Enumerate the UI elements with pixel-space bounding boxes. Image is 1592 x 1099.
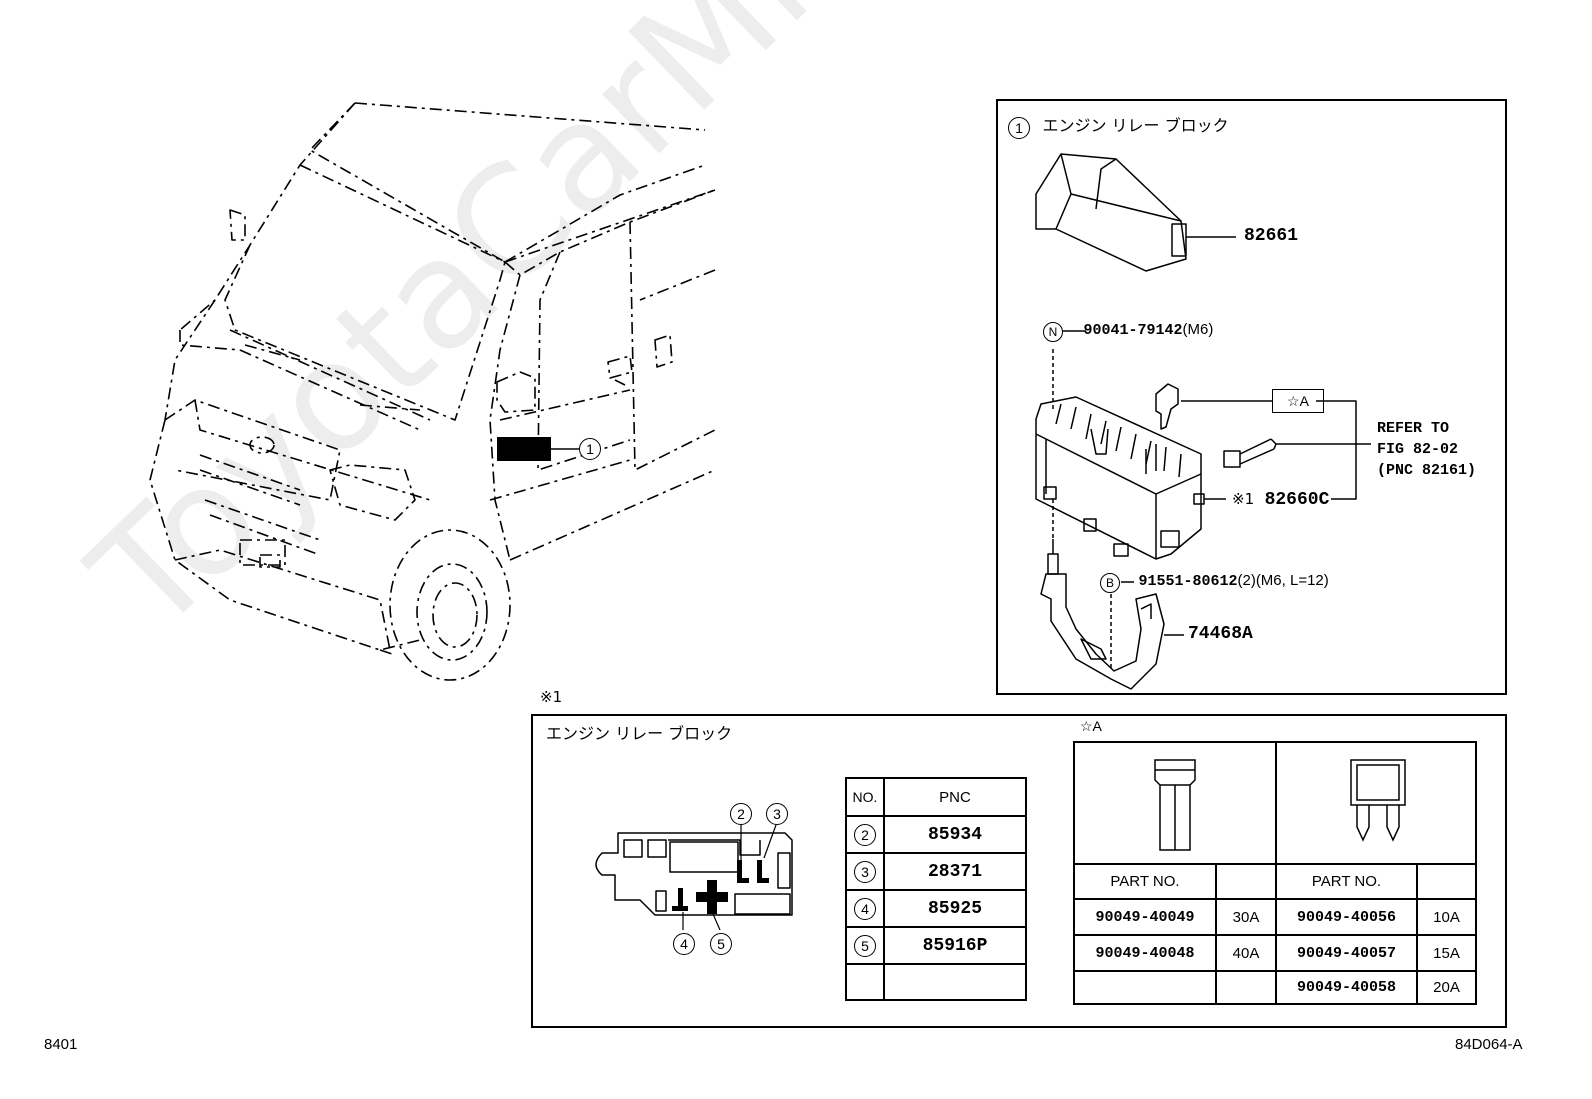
- callout-3-marker: 3: [766, 803, 788, 825]
- page-code-left: 8401: [44, 1036, 78, 1053]
- bolt-marker: B: [1100, 573, 1120, 593]
- block-callout-4: 4: [673, 933, 695, 955]
- mini-fuse-illustration: [1350, 759, 1406, 842]
- vehicle-illustration: [149, 102, 716, 681]
- pnc-row: 2 85934: [845, 815, 1027, 854]
- pnc-row-no: 2: [854, 823, 876, 846]
- nut-label: N 90041-79142(M6): [1043, 321, 1213, 342]
- fuse-left-amp: 40A: [1232, 944, 1260, 962]
- refer-line-2: FIG 82-02: [1377, 441, 1459, 458]
- bottom-note: ※1: [540, 688, 563, 706]
- nut-marker: N: [1043, 322, 1063, 342]
- fuse-right-part: 90049-40057: [1296, 944, 1397, 962]
- bottom-title: エンジン リレー ブロック: [546, 724, 733, 743]
- pnc-row-value: 85925: [883, 889, 1027, 928]
- pnc-row-empty: [845, 963, 1027, 1001]
- block-part-number: 82660C: [1264, 490, 1330, 510]
- vehicle-callout: 1: [579, 438, 601, 460]
- fuse-table-label: ☆A: [1080, 718, 1102, 734]
- bottom-box: [531, 714, 1507, 1028]
- fuse-left-part: 90049-40049: [1095, 908, 1195, 926]
- callout-2-marker: 2: [730, 803, 752, 825]
- part-number-cover: 82661: [1244, 226, 1299, 246]
- pnc-row: 5 85916P: [845, 926, 1027, 965]
- pnc-row-value: 85934: [883, 815, 1027, 854]
- nut-spec: (M6): [1182, 321, 1214, 338]
- fuse-right-part: 90049-40056: [1296, 908, 1397, 926]
- fuse-left-part: 90049-40048: [1095, 944, 1195, 962]
- block-callout-2: 2: [730, 803, 752, 825]
- fuse-right-amp: 20A: [1433, 979, 1460, 996]
- pnc-row-value: 28371: [883, 852, 1027, 891]
- fuse-right-amp: 15A: [1433, 944, 1460, 962]
- block-layout-diagram: [595, 824, 793, 930]
- block-callout-3: 3: [766, 803, 788, 825]
- bolt-part-number: 91551-80612: [1138, 573, 1238, 590]
- bolt-spec: (2)(M6, L=12): [1237, 572, 1329, 589]
- relay-block-illustration: [1035, 153, 1371, 690]
- fuse-table: PART NO. PART NO. 90049-40049 30A 90049-…: [1073, 741, 1477, 1005]
- part-number-bracket: 74468A: [1188, 624, 1253, 644]
- pnc-row-no: 4: [854, 897, 876, 920]
- fuse-right-amp: 10A: [1433, 908, 1460, 926]
- pnc-row-no: 3: [854, 860, 876, 883]
- fuse-right-header: PART NO.: [1311, 873, 1382, 890]
- pnc-header-row: NO. PNC: [845, 777, 1027, 817]
- bolt-label: B 91551-80612(2)(M6, L=12): [1100, 572, 1329, 593]
- pnc-header-pnc: PNC: [883, 777, 1027, 817]
- callout-marker: 1: [579, 438, 601, 460]
- detail-box: [996, 99, 1507, 695]
- pnc-row-no: 5: [854, 934, 876, 957]
- pnc-row: 3 28371: [845, 852, 1027, 891]
- nut-part-number: 90041-79142: [1083, 322, 1183, 339]
- block-note: ※1: [1232, 490, 1255, 508]
- detail-title: エンジン リレー ブロック: [1042, 116, 1229, 135]
- fuse-right-part: 90049-40058: [1296, 979, 1397, 996]
- pnc-row-value: 85916P: [883, 926, 1027, 965]
- page-code-right: 84D064-A: [1455, 1036, 1523, 1053]
- fuse-left-amp: 30A: [1232, 908, 1260, 926]
- pnc-table: NO. PNC 2 85934 3 28371 4 85925 5 85916P: [845, 777, 1027, 1001]
- pnc-row: 4 85925: [845, 889, 1027, 928]
- block-callout-5: 5: [710, 933, 732, 955]
- detail-title-row: 1 エンジン リレー ブロック: [1008, 112, 1229, 139]
- detail-title-number: 1: [1008, 117, 1030, 139]
- block-label: ※1 82660C: [1232, 490, 1329, 510]
- pnc-header-no: NO.: [845, 777, 885, 817]
- callout-4-marker: 4: [673, 933, 695, 955]
- refer-line-3: (PNC 82161): [1377, 462, 1477, 479]
- callout-5-marker: 5: [710, 933, 732, 955]
- refer-line-1: REFER TO: [1377, 420, 1450, 437]
- refer-note: REFER TO FIG 82-02 (PNC 82161): [1377, 418, 1476, 481]
- large-fuse-illustration: [1154, 759, 1196, 851]
- fuse-left-header: PART NO.: [1110, 873, 1180, 890]
- fuse-ref-box: ☆A: [1272, 389, 1324, 413]
